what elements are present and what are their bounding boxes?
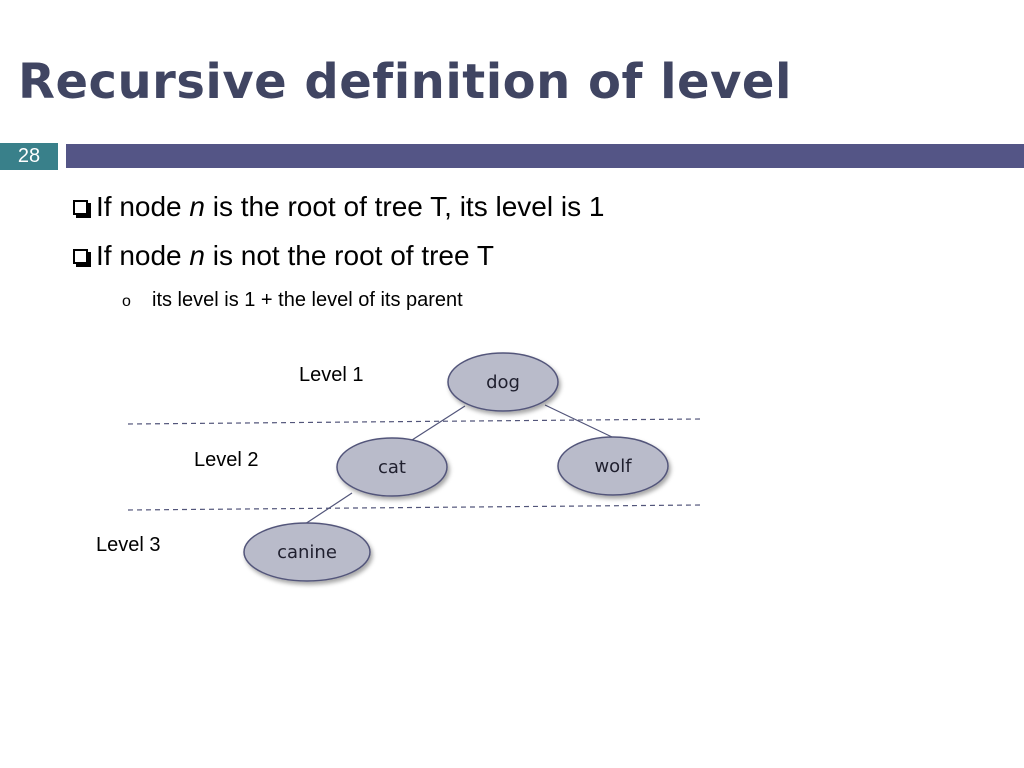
bullet-text: is not the root of tree T [204,240,494,271]
bullet-variable: n [189,191,205,222]
level-label-1: Level 1 [299,364,364,386]
checkbox-bullet-icon [73,200,88,215]
bullet-variable: n [189,240,205,271]
level-divider-1 [127,418,701,425]
bullet-root-level: If node n is the root of tree T, its lev… [73,191,604,223]
level-label-2: Level 2 [194,449,259,471]
sub-bullet-parent-level: o its level is 1 + the level of its paren… [122,287,463,315]
slide-number: 28 [0,143,58,170]
node-label: cat [378,457,406,478]
checkbox-bullet-icon [73,249,88,264]
slide-title: Recursive definition of level [18,54,792,110]
title-bar [66,144,1024,168]
tree-node-dog: dog [447,352,559,412]
bullet-text: is the root of tree T, its level is 1 [204,191,605,222]
tree-node-canine: canine [243,522,371,582]
edge-dog-cat [411,405,466,441]
tree-node-cat: cat [336,437,448,497]
bullet-text: If node [96,191,190,222]
level-label-3: Level 3 [96,534,161,556]
level-divider-2 [127,504,701,511]
circle-bullet-icon: o [122,293,131,310]
edge-cat-canine [304,492,353,525]
node-label: dog [486,372,520,393]
node-label: canine [277,542,337,563]
node-label: wolf [594,456,632,477]
edge-dog-wolf [544,404,613,438]
tree-node-wolf: wolf [557,436,669,496]
sub-bullet-text: its level is 1 + the level of its parent [152,289,463,311]
bullet-non-root: If node n is not the root of tree T [73,240,494,272]
bullet-text: If node [96,240,190,271]
